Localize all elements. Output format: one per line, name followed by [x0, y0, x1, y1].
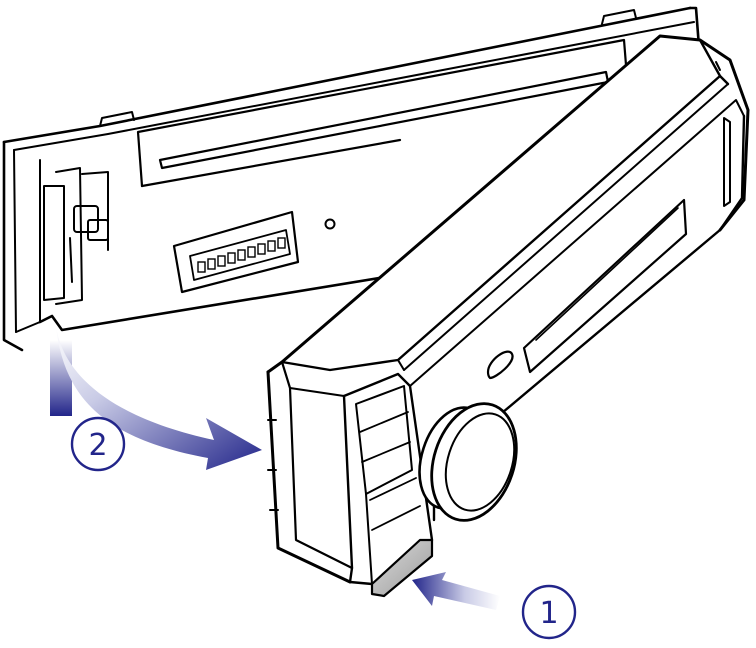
- step-2-label: 2: [88, 428, 107, 463]
- faceplate: [266, 34, 750, 586]
- connector-pins: [197, 237, 286, 273]
- arrow-step-2: [50, 326, 262, 470]
- arrow-step-1: [412, 572, 500, 610]
- release-button: [370, 538, 434, 598]
- step-1-callout: 1: [521, 584, 577, 640]
- step-1-label: 1: [539, 596, 558, 631]
- step-2-callout: 2: [70, 416, 126, 472]
